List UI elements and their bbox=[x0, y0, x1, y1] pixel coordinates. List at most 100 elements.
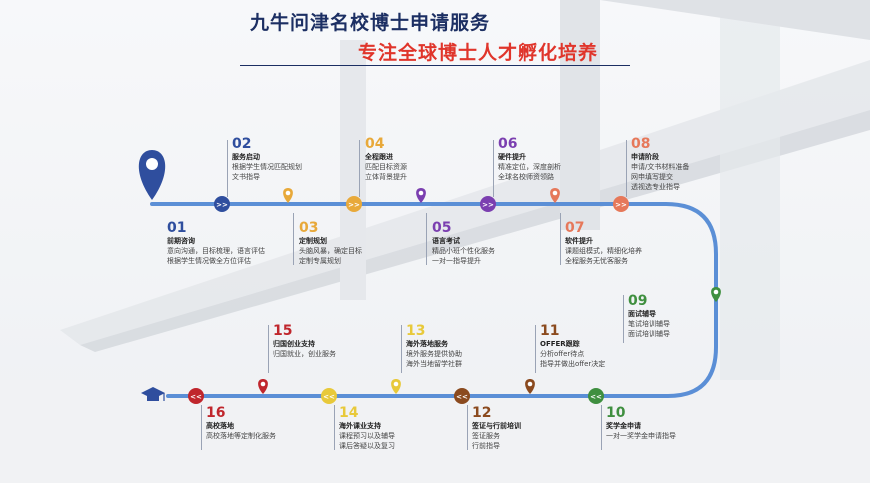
step-name: 全程跟进 bbox=[365, 153, 393, 161]
step-desc-line: 海外当地留学社群 bbox=[406, 360, 462, 368]
step-15-location-pin-icon bbox=[258, 379, 268, 394]
step-09: 09 面试辅导 笔试培训辅导 面试培训辅导 bbox=[628, 293, 670, 339]
start-location-pin-icon bbox=[138, 150, 166, 200]
step-07-location-pin-icon bbox=[550, 188, 560, 203]
step-desc-line: 课程预习以及辅导 bbox=[339, 432, 395, 440]
step-02-forward-arrow-icon: >> bbox=[214, 196, 230, 212]
step-03-location-pin-icon bbox=[283, 188, 293, 203]
step-desc-line: 课题组模式，精细化培养 bbox=[565, 247, 642, 255]
step-12-back-arrow-icon: << bbox=[454, 388, 470, 404]
step-name: 面试辅导 bbox=[628, 310, 656, 318]
step-number: 16 bbox=[206, 405, 226, 421]
connector-line bbox=[623, 295, 624, 343]
step-number: 04 bbox=[365, 136, 385, 152]
step-desc-line: 定制专属规划 bbox=[299, 257, 341, 265]
step-06: 06 硬件提升 精准定位，深度剖析 全球名校师资领路 bbox=[498, 136, 561, 182]
step-desc-line: 境外服务提供协助 bbox=[406, 350, 462, 358]
step-desc-line: 笔试培训辅导 bbox=[628, 320, 670, 328]
connector-line bbox=[535, 325, 536, 373]
step-05: 05 语言考试 精品小班个性化服务 一对一指导提升 bbox=[432, 220, 495, 266]
graduation-cap-icon bbox=[141, 387, 165, 401]
step-desc-line: 透视选专业指导 bbox=[631, 183, 680, 191]
step-01: 01 前期咨询 意向沟通，目标梳理，语言评估 根据学生情况做全方位评估 bbox=[167, 220, 265, 266]
step-04: 04 全程跟进 匹配目标资源 立体背景提升 bbox=[365, 136, 407, 182]
step-07: 07 软件提升 课题组模式，精细化培养 全程服务无忧客服务 bbox=[565, 220, 642, 266]
step-desc-line: 网申填写提交 bbox=[631, 173, 673, 181]
step-number: 15 bbox=[273, 323, 293, 339]
svg-text:<<: << bbox=[456, 393, 468, 401]
step-11: 11 OFFER跟踪 分析offer待点 指导并做出offer决定 bbox=[540, 323, 605, 369]
page-title: 九牛问津名校博士申请服务 bbox=[250, 12, 491, 34]
svg-text:>>: >> bbox=[482, 201, 494, 209]
step-05-location-pin-icon bbox=[416, 188, 426, 203]
step-desc-line: 申请/文书材料准备 bbox=[631, 163, 690, 171]
step-08-forward-arrow-icon: >> bbox=[613, 196, 629, 212]
connector-line bbox=[293, 213, 294, 265]
connector-line bbox=[601, 405, 602, 450]
step-desc-line: 签证服务 bbox=[472, 432, 500, 440]
step-name: 海外课业支持 bbox=[339, 422, 381, 430]
step-number: 02 bbox=[232, 136, 252, 152]
step-name: 服务启动 bbox=[232, 153, 260, 161]
step-desc-line: 精准定位，深度剖析 bbox=[498, 163, 561, 171]
step-desc-line: 面试培训辅导 bbox=[628, 330, 670, 338]
step-06-forward-arrow-icon: >> bbox=[480, 196, 496, 212]
step-12: 12 签证与行前培训 签证服务 行前指导 bbox=[472, 405, 521, 451]
step-name: 海外落地服务 bbox=[406, 340, 448, 348]
connector-line bbox=[227, 140, 228, 197]
step-09-location-pin-icon bbox=[711, 287, 721, 302]
step-15: 15 归国创业支持 归国就业，创业服务 bbox=[273, 323, 336, 359]
step-desc-line: 行前指导 bbox=[472, 442, 500, 450]
step-02: 02 服务启动 根据学生情况匹配规划 文书指导 bbox=[232, 136, 302, 182]
title-divider bbox=[240, 65, 630, 66]
step-name: 软件提升 bbox=[565, 237, 593, 245]
step-desc-line: 指导并做出offer决定 bbox=[540, 360, 606, 368]
step-04-forward-arrow-icon: >> bbox=[346, 196, 362, 212]
svg-text:>>: >> bbox=[216, 201, 228, 209]
step-14-back-arrow-icon: << bbox=[321, 388, 337, 404]
step-desc-line: 文书指导 bbox=[232, 173, 260, 181]
step-desc-line: 立体背景提升 bbox=[365, 173, 407, 181]
step-name: 硬件提升 bbox=[498, 153, 526, 161]
page-subtitle: 专注全球博士人才孵化培养 bbox=[358, 42, 599, 64]
connector-line bbox=[334, 405, 335, 450]
step-desc-line: 一对一指导提升 bbox=[432, 257, 481, 265]
step-desc-line: 意向沟通，目标梳理，语言评估 bbox=[167, 247, 265, 255]
connector-line bbox=[268, 325, 269, 373]
step-name: 奖学金申请 bbox=[606, 422, 641, 430]
connector-line bbox=[426, 213, 427, 265]
step-number: 01 bbox=[167, 220, 187, 236]
step-16-back-arrow-icon: << bbox=[188, 388, 204, 404]
step-number: 09 bbox=[628, 293, 648, 309]
step-desc-line: 头脑风暴，确定目标 bbox=[299, 247, 362, 255]
step-name: 高校落地 bbox=[206, 422, 234, 430]
step-number: 07 bbox=[565, 220, 585, 236]
connector-line bbox=[401, 325, 402, 373]
connector-line bbox=[467, 405, 468, 450]
step-number: 12 bbox=[472, 405, 492, 421]
svg-text:<<: << bbox=[590, 393, 602, 401]
step-desc-line: 根据学生情况做全方位评估 bbox=[167, 257, 251, 265]
step-name: 归国创业支持 bbox=[273, 340, 315, 348]
step-13-location-pin-icon bbox=[391, 379, 401, 394]
step-name: 语言考试 bbox=[432, 237, 460, 245]
step-desc-line: 全球名校师资领路 bbox=[498, 173, 554, 181]
step-desc-line: 根据学生情况匹配规划 bbox=[232, 163, 302, 171]
step-desc-line: 匹配目标资源 bbox=[365, 163, 407, 171]
connector-line bbox=[493, 140, 494, 197]
step-desc-line: 一对一奖学金申请指导 bbox=[606, 432, 676, 440]
step-number: 03 bbox=[299, 220, 319, 236]
step-desc-line: 课后答疑以及复习 bbox=[339, 442, 395, 450]
step-10: 10 奖学金申请 一对一奖学金申请指导 bbox=[606, 405, 676, 441]
step-number: 13 bbox=[406, 323, 426, 339]
step-desc-line: 归国就业，创业服务 bbox=[273, 350, 336, 358]
step-desc-line: 高校落地等定制化服务 bbox=[206, 432, 276, 440]
step-number: 14 bbox=[339, 405, 359, 421]
svg-text:<<: << bbox=[190, 393, 202, 401]
step-desc-line: 分析offer待点 bbox=[540, 350, 585, 358]
step-number: 11 bbox=[540, 323, 560, 339]
step-number: 06 bbox=[498, 136, 518, 152]
step-10-back-arrow-icon: << bbox=[588, 388, 604, 404]
step-number: 10 bbox=[606, 405, 626, 421]
